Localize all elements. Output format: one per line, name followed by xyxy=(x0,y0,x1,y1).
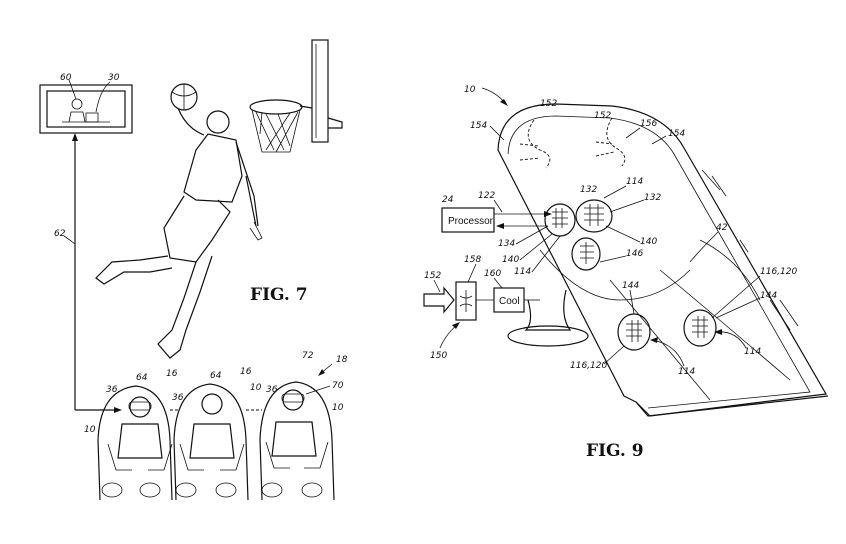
basketball-player xyxy=(95,83,263,359)
ref-24: 24 xyxy=(442,195,454,205)
ref-36b: 36 xyxy=(172,393,184,403)
ref-10: 10 xyxy=(464,85,476,95)
ref-114a: 114 xyxy=(626,177,643,187)
processor-box: Processor xyxy=(441,207,552,233)
ref-114d: 114 xyxy=(744,347,761,357)
ref-30: 30 xyxy=(108,73,120,83)
ref-140a: 140 xyxy=(502,255,519,265)
ref-144a: 144 xyxy=(622,281,639,291)
ref-36a: 36 xyxy=(106,385,118,395)
ref-64a: 64 xyxy=(136,373,148,383)
user-pod-1 xyxy=(97,385,173,501)
ref-62: 62 xyxy=(54,229,66,239)
ref-156: 156 xyxy=(640,119,657,129)
pod-shell xyxy=(497,103,829,417)
processor-label: Processor xyxy=(448,216,494,227)
ref-122: 122 xyxy=(478,191,495,201)
monitor-box xyxy=(39,84,133,134)
ref-152a: 152 xyxy=(540,99,557,109)
haptic-array-4 xyxy=(617,313,651,351)
ref-36c: 36 xyxy=(266,385,278,395)
link-62 xyxy=(72,133,122,413)
ref-60: 60 xyxy=(60,73,72,83)
basketball-hoop xyxy=(249,39,343,153)
airflow-arrows xyxy=(519,117,626,169)
cool-label: Cool xyxy=(499,296,520,307)
ref-160: 160 xyxy=(484,269,501,279)
ref-64b: 64 xyxy=(210,371,222,381)
ref-114c: 114 xyxy=(678,367,695,377)
fan-box xyxy=(455,281,494,321)
ref-152c: 152 xyxy=(424,271,441,281)
ref-70: 70 xyxy=(332,381,344,391)
inflow-arrow xyxy=(423,286,455,314)
user-pod-2 xyxy=(173,383,249,501)
ref-152b: 152 xyxy=(594,111,611,121)
fig7-label: FIG. 7 xyxy=(250,285,308,305)
haptic-array-2 xyxy=(575,199,613,233)
ref-154b: 154 xyxy=(668,129,685,139)
ref-140b: 140 xyxy=(640,237,657,247)
ref-42: 42 xyxy=(716,223,728,233)
cool-box: Cool xyxy=(493,287,540,313)
ref-10a: 10 xyxy=(250,383,262,393)
ref-16a: 16 xyxy=(166,369,178,379)
ref-10c: 10 xyxy=(332,403,344,413)
pod-pedestal xyxy=(507,289,589,347)
ref-114b: 114 xyxy=(514,267,531,277)
fig7-group: 60 30 62 xyxy=(39,39,348,501)
ref-10b: 10 xyxy=(84,425,96,435)
ref-132a: 132 xyxy=(580,185,597,195)
haptic-array-3 xyxy=(571,237,601,271)
ref-134: 134 xyxy=(498,239,515,249)
ref-144b: 144 xyxy=(760,291,777,301)
haptic-array-1 xyxy=(544,203,576,237)
ref-16b: 16 xyxy=(240,367,252,377)
ref-116b: 116,120 xyxy=(760,267,797,277)
haptic-array-5 xyxy=(683,309,717,347)
ref-150: 150 xyxy=(430,351,447,361)
ref-116a: 116,120 xyxy=(570,361,607,371)
ref-146: 146 xyxy=(626,249,643,259)
ref-18: 18 xyxy=(336,355,348,365)
fig9-label: FIG. 9 xyxy=(586,441,644,461)
ref-154a: 154 xyxy=(470,121,487,131)
fig9-group: Processor Cool 10 152 152 154 154 xyxy=(423,85,829,461)
ref-132b: 132 xyxy=(644,193,661,203)
user-pod-3 xyxy=(259,381,335,501)
ref-158: 158 xyxy=(464,255,481,265)
ref-72: 72 xyxy=(302,351,314,361)
